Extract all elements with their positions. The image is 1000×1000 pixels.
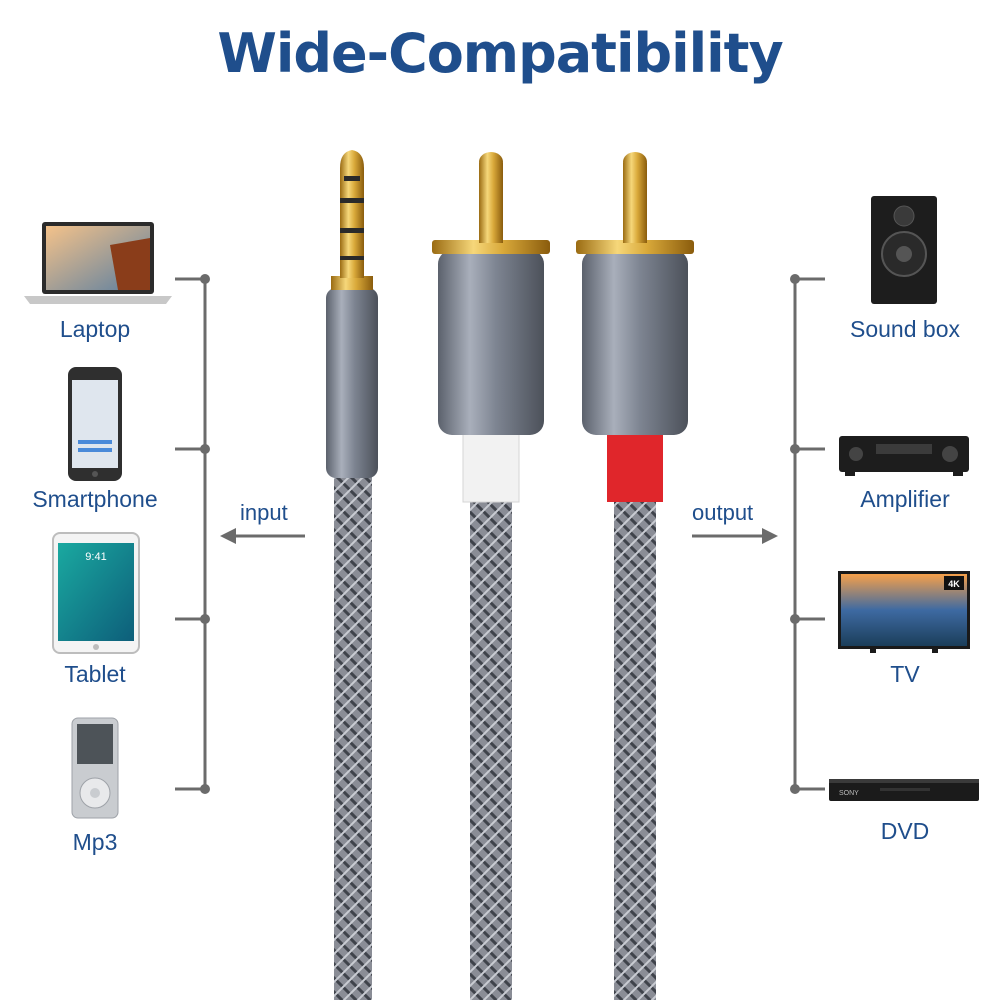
svg-text:9:41: 9:41: [85, 551, 106, 563]
amplifier-label: Amplifier: [860, 486, 950, 512]
dvd-player-icon: SONY: [829, 779, 979, 801]
speaker-icon: [871, 196, 937, 304]
page-title: Wide-Compatibility: [217, 22, 783, 85]
laptop-icon: [24, 222, 172, 304]
output-arrow-icon: [692, 528, 778, 544]
rca-plug-red: [576, 152, 694, 1000]
rca-plug-white: [432, 152, 550, 1000]
tv-label: TV: [890, 661, 920, 687]
mp3-player-icon: [71, 717, 119, 819]
input-arrow-icon: [220, 528, 305, 544]
mp3-label: Mp3: [72, 829, 118, 855]
tablet-label: Tablet: [64, 661, 126, 687]
aux-3-5mm-plug: [326, 150, 378, 1000]
sound-box-label: Sound box: [850, 316, 960, 342]
input-label: input: [240, 500, 288, 525]
laptop-label: Laptop: [59, 316, 131, 342]
dvd-label: DVD: [880, 818, 930, 844]
svg-text:4K: 4K: [948, 579, 960, 589]
smartphone-icon: [68, 367, 122, 481]
input-connector-bracket: [175, 274, 210, 794]
tablet-icon: 9:41: [52, 532, 140, 654]
output-label: output: [692, 500, 754, 525]
tv-icon: 4K: [838, 571, 970, 653]
svg-text:SONY: SONY: [839, 790, 859, 797]
smartphone-label: Smartphone: [32, 486, 158, 512]
output-connector-bracket: [790, 274, 825, 794]
amplifier-icon: [839, 436, 969, 476]
